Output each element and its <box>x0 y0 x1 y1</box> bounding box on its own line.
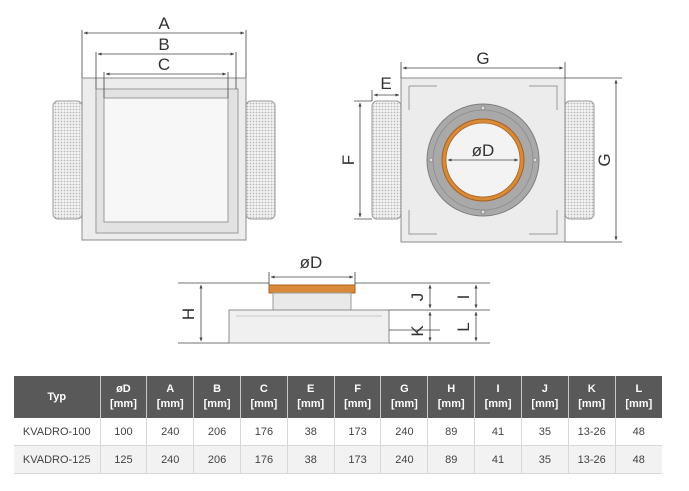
side-view: øD H J K I L <box>178 253 490 344</box>
left-silencer <box>52 100 83 220</box>
side-housing <box>228 309 390 344</box>
cell-od: 100 <box>100 418 148 446</box>
cell-b: 206 <box>193 418 241 446</box>
cell-e: 38 <box>287 418 335 446</box>
header-f: F[mm] <box>334 376 382 418</box>
right-silencer-top <box>564 100 595 220</box>
table-row: KVADRO-125 125 240 206 176 38 173 240 89… <box>14 445 662 474</box>
dim-label-c: C <box>158 55 170 74</box>
header-e: E[mm] <box>287 376 335 418</box>
cell-f: 173 <box>334 445 382 474</box>
cell-od: 125 <box>100 445 148 474</box>
dim-label-j: J <box>408 293 427 302</box>
dim-label-g-horizontal: G <box>476 49 489 68</box>
header-i: I[mm] <box>474 376 522 418</box>
cell-h: 89 <box>427 418 476 446</box>
cell-k: 13-26 <box>568 418 616 446</box>
cell-g: 240 <box>380 445 429 474</box>
cell-i: 41 <box>474 418 522 446</box>
cell-j: 35 <box>521 445 569 474</box>
header-h: H[mm] <box>427 376 476 418</box>
cell-h: 89 <box>427 445 476 474</box>
front-view: A B C <box>52 14 276 241</box>
cell-f: 173 <box>334 418 382 446</box>
cell-e: 38 <box>287 445 335 474</box>
cell-g: 240 <box>380 418 429 446</box>
dim-label-f: F <box>339 155 358 165</box>
left-silencer-top <box>371 100 402 220</box>
dim-label-e: E <box>380 74 391 93</box>
side-collar <box>268 284 356 294</box>
header-a: A[mm] <box>146 376 195 418</box>
side-flange <box>272 292 352 311</box>
right-silencer <box>245 100 276 220</box>
cell-c: 176 <box>240 445 288 474</box>
cell-l: 48 <box>615 418 662 446</box>
header-od: øD[mm] <box>100 376 148 418</box>
cell-c: 176 <box>240 418 288 446</box>
dim-label-b: B <box>158 35 169 54</box>
header-c: C[mm] <box>240 376 288 418</box>
dim-label-d-side: øD <box>300 253 323 272</box>
cell-typ: KVADRO-100 <box>14 418 101 446</box>
cell-j: 35 <box>521 418 569 446</box>
top-view: G E F G øD <box>339 49 622 243</box>
cell-l: 48 <box>615 445 662 474</box>
dimension-table: Typ øD[mm] A[mm] B[mm] C[mm] E[mm] F[mm]… <box>14 376 662 474</box>
header-l: L[mm] <box>615 376 662 418</box>
inner-panel <box>103 97 229 223</box>
dim-label-g-vertical: G <box>595 153 614 166</box>
dim-label-i: I <box>454 295 473 300</box>
cell-a: 240 <box>146 445 195 474</box>
header-typ: Typ <box>14 376 101 418</box>
cell-b: 206 <box>193 445 241 474</box>
dim-label-h: H <box>179 308 198 320</box>
header-k: K[mm] <box>568 376 616 418</box>
header-b: B[mm] <box>193 376 241 418</box>
cell-a: 240 <box>146 418 195 446</box>
header-j: J[mm] <box>521 376 569 418</box>
dim-label-a: A <box>158 14 170 33</box>
table-row: KVADRO-100 100 240 206 176 38 173 240 89… <box>14 418 662 446</box>
cell-i: 41 <box>474 445 522 474</box>
dim-label-k: K <box>408 325 427 337</box>
cell-typ: KVADRO-125 <box>14 445 101 474</box>
header-g: G[mm] <box>380 376 429 418</box>
dim-label-d-top: øD <box>472 141 495 160</box>
dim-label-l: L <box>454 322 473 331</box>
table-header-row: Typ øD[mm] A[mm] B[mm] C[mm] E[mm] F[mm]… <box>14 376 662 418</box>
cell-k: 13-26 <box>568 445 616 474</box>
